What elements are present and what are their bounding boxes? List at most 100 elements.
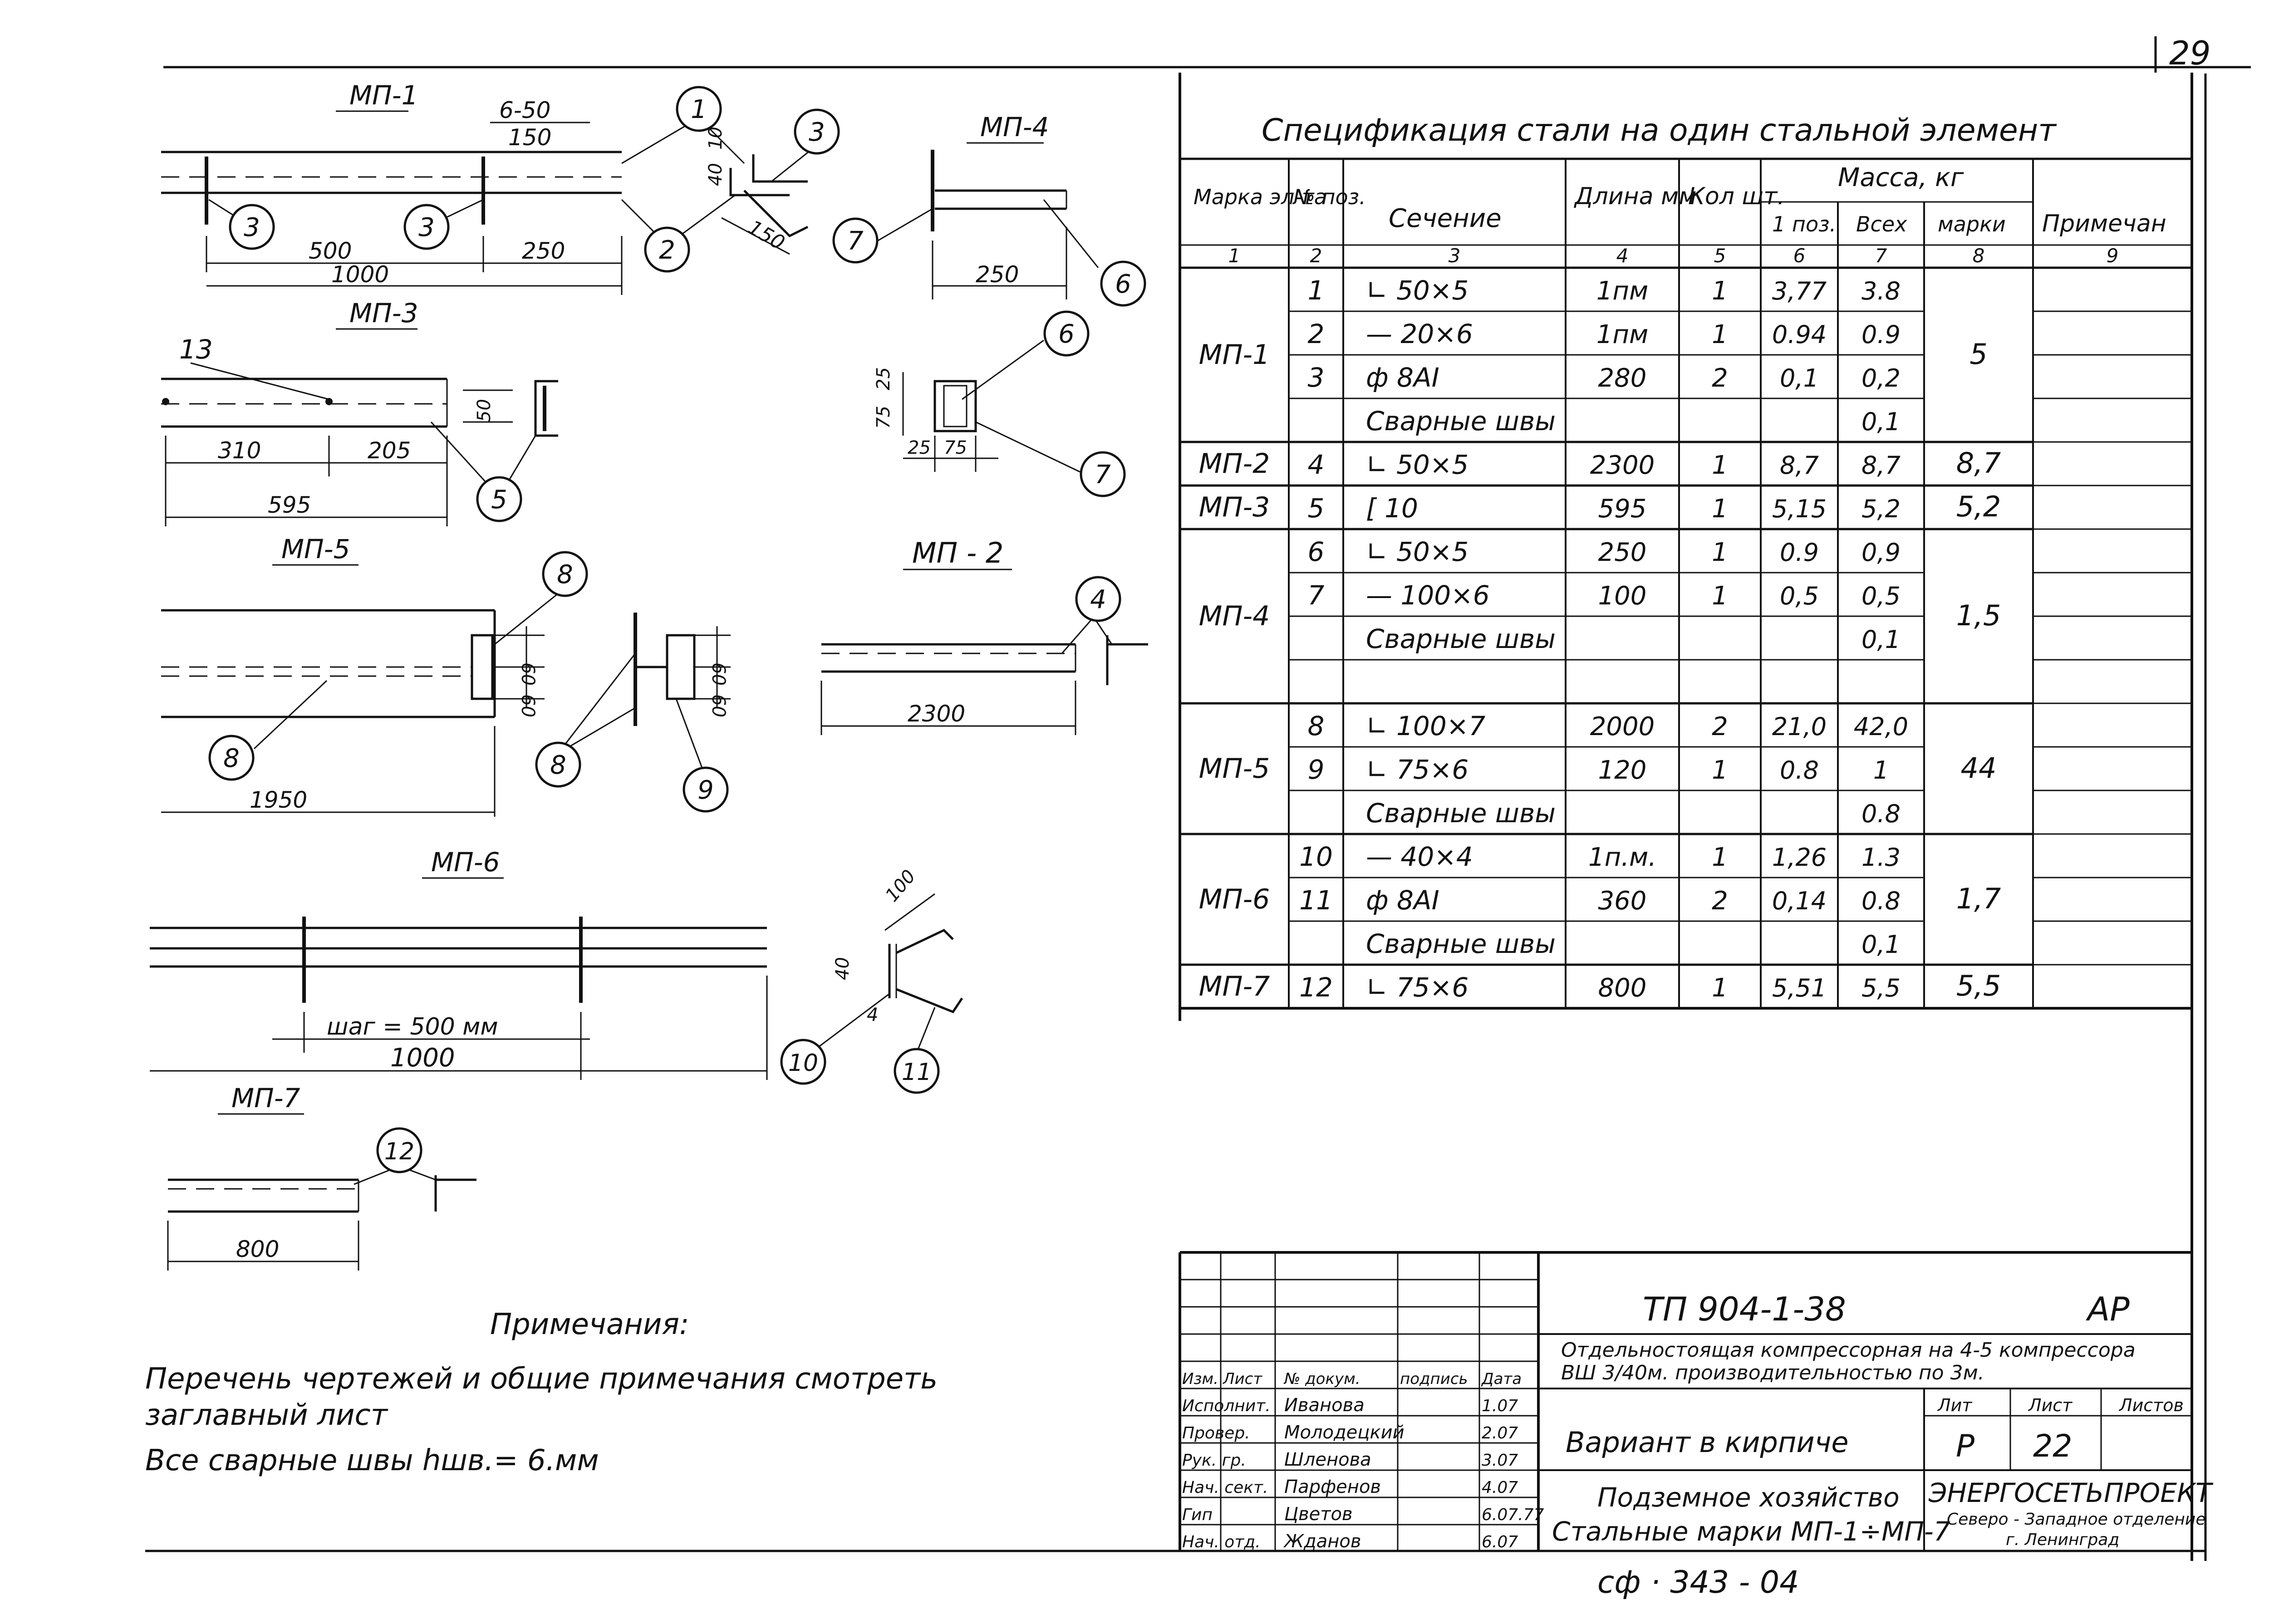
sheet-frame: 29 [145, 34, 2251, 1561]
tb-signer-date: 6.07.77 [1482, 1506, 1544, 1524]
spec-cell-mass-one: 1,26 [1772, 843, 1827, 872]
spec-cell-section: ∟ 75×6 [1366, 972, 1468, 1003]
mp1-dim-150-hook: 150 [744, 216, 789, 255]
spec-cell-mass-all: 0,1 [1861, 930, 1901, 959]
spec-cell-mass-all: 5,2 [1861, 495, 1901, 523]
spec-cell-length: 280 [1598, 363, 1647, 393]
spec-cell-mass-all: 0.8 [1861, 887, 1901, 915]
spec-cell-mass-one: 5,51 [1772, 974, 1827, 1002]
tb-lit: Р [1956, 1428, 1974, 1464]
archive-code: сф · 343 - 04 [1597, 1565, 1799, 1600]
spec-cells: Марка эл-та № поз. Сечение Длина мм Кол … [1193, 163, 2166, 1003]
spec-cell-mass-all: 1 [1873, 756, 1889, 785]
tb-col-header: Изм. [1182, 1370, 1218, 1388]
drawing-mp5: МП-5 60 60 1950 8 8 60 60 8 [161, 534, 731, 817]
spec-header-marka: Марка эл-та [1193, 185, 1327, 209]
spec-cell-mark-mass: 5 [1969, 338, 1987, 371]
mp3-dim-595: 595 [268, 492, 311, 518]
tb-signer-date: 4.07 [1482, 1478, 1518, 1497]
mp2-callout-4: 4 [1090, 585, 1106, 614]
spec-cell-pos: 10 [1299, 841, 1333, 872]
spec-cell-section: ∟ 50×5 [1366, 449, 1468, 480]
mp5-callout-8top: 8 [557, 560, 573, 589]
spec-cell-mass-all: 1.3 [1861, 843, 1901, 872]
spec-cell-length: 100 [1598, 581, 1647, 611]
spec-cell-mass-one: 0,5 [1780, 582, 1819, 610]
tb-col-header: Дата [1481, 1370, 1522, 1388]
spec-cell-pos: 9 [1308, 754, 1325, 785]
spec-cell-mark: МП-7 [1199, 971, 1270, 1002]
mp6-dim-1000: 1000 [390, 1043, 455, 1073]
spec-cell-qty: 1 [1712, 843, 1728, 872]
spec-cell-pos: 8 [1308, 711, 1325, 741]
mp1-callout-3c: 3 [418, 213, 435, 242]
mp4-callout-7: 7 [847, 226, 864, 256]
tb-signer-name: Иванова [1284, 1395, 1365, 1416]
drawing-mp6: МП-6 шаг = 500 мм 1000 100 40 4 10 11 [150, 847, 963, 1094]
spec-cell-mass-one: 5,15 [1772, 495, 1827, 523]
spec-cell-mass-one: 0,1 [1780, 364, 1819, 393]
spec-col-number: 6 [1793, 245, 1806, 267]
spec-header-note: Примечан [2042, 210, 2166, 237]
tb-signer-role: Исполнит. [1182, 1397, 1271, 1415]
spec-cell-mark-mass: 1,5 [1956, 599, 2001, 632]
mp2-dim-2300: 2300 [908, 701, 965, 727]
spec-cell-mass-one: 0.8 [1780, 756, 1819, 785]
mp4-dim-25b: 25 [908, 437, 931, 458]
spec-title: Спецификация стали на один стальной элем… [1262, 113, 2057, 148]
spec-cell-pos: 12 [1299, 972, 1333, 1003]
tb-signer-date: 1.07 [1482, 1397, 1518, 1415]
spec-cell-pos: 7 [1308, 580, 1325, 611]
spec-cell-mark: МП-2 [1199, 448, 1270, 480]
spec-col-number: 9 [2107, 245, 2119, 267]
spec-col-number: 2 [1310, 245, 1322, 267]
mp3-dim-13: 13 [179, 334, 213, 365]
mp3-dim-310: 310 [218, 437, 261, 464]
tb-signer-role: Нач. сект. [1182, 1478, 1268, 1497]
spec-cell-mark: МП-3 [1199, 491, 1270, 523]
spec-cell-mass-one: 0.94 [1772, 320, 1827, 349]
spec-cell-length: 800 [1598, 973, 1647, 1003]
spec-cell-mark: МП-5 [1199, 753, 1270, 785]
mp1-dim-10: 10 [705, 127, 726, 150]
drawing-mp4: МП-4 250 7 6 75 25 25 75 6 7 [832, 112, 1146, 497]
spec-cell-mass-all: 42,0 [1854, 712, 1908, 741]
mp7-callout-12: 12 [384, 1138, 414, 1165]
spec-cell-pos: 5 [1308, 493, 1325, 524]
spec-cell-pos: 1 [1308, 275, 1325, 306]
spec-cell-section: Сварные швы [1366, 406, 1556, 437]
mp5-dim-60d: 60 [708, 694, 729, 717]
mp1-dim-500: 500 [309, 238, 352, 264]
mp3-dim-50: 50 [474, 399, 495, 422]
spec-cell-mark-mass: 5,2 [1956, 490, 2001, 523]
tb-signer-name: Молодецкий [1284, 1422, 1405, 1443]
spec-header-qty: Кол шт. [1688, 183, 1785, 210]
drawing-mp1: МП-1 6-50 150 10 40 150 500 250 1000 1 2 [161, 80, 840, 295]
tb-signer-name: Парфенов [1284, 1477, 1381, 1497]
tb-signer-name: Шленова [1284, 1449, 1371, 1470]
spec-cell-length: 1п.м. [1588, 843, 1656, 872]
mp6-callout-10: 10 [788, 1050, 818, 1077]
spec-cell-pos: 2 [1308, 319, 1325, 349]
mp5-callout-8b: 8 [550, 751, 566, 780]
spec-cell-section: — 20×6 [1366, 319, 1473, 349]
tb-signer-date: 3.07 [1482, 1451, 1518, 1470]
tb-code: ТП 904-1-38 [1643, 1290, 1846, 1328]
notes-title: Примечания: [490, 1308, 689, 1341]
spec-col-number: 5 [1714, 245, 1726, 267]
spec-cell-mass-one: 8,7 [1780, 451, 1819, 480]
tb-org-2: Северо - Западное отделение [1947, 1510, 2205, 1529]
mp1-dim-150: 150 [508, 124, 551, 151]
spec-cell-qty: 1 [1712, 451, 1728, 480]
spec-cell-mass-all: 0,5 [1861, 582, 1901, 610]
spec-cell-qty: 2 [1712, 363, 1728, 393]
spec-cell-mass-one: 0.9 [1780, 538, 1819, 567]
mp4-callout-6: 6 [1115, 270, 1131, 299]
spec-cell-mass-all: 5,5 [1861, 974, 1901, 1002]
spec-cell-qty: 1 [1712, 494, 1728, 524]
spec-cell-qty: 2 [1712, 886, 1728, 916]
spec-cell-pos: 4 [1308, 449, 1325, 480]
mp7-title: МП-7 [231, 1083, 300, 1114]
spec-cell-mass-one: 3,77 [1772, 277, 1827, 305]
spec-header-mass-mark: марки [1938, 212, 2006, 236]
